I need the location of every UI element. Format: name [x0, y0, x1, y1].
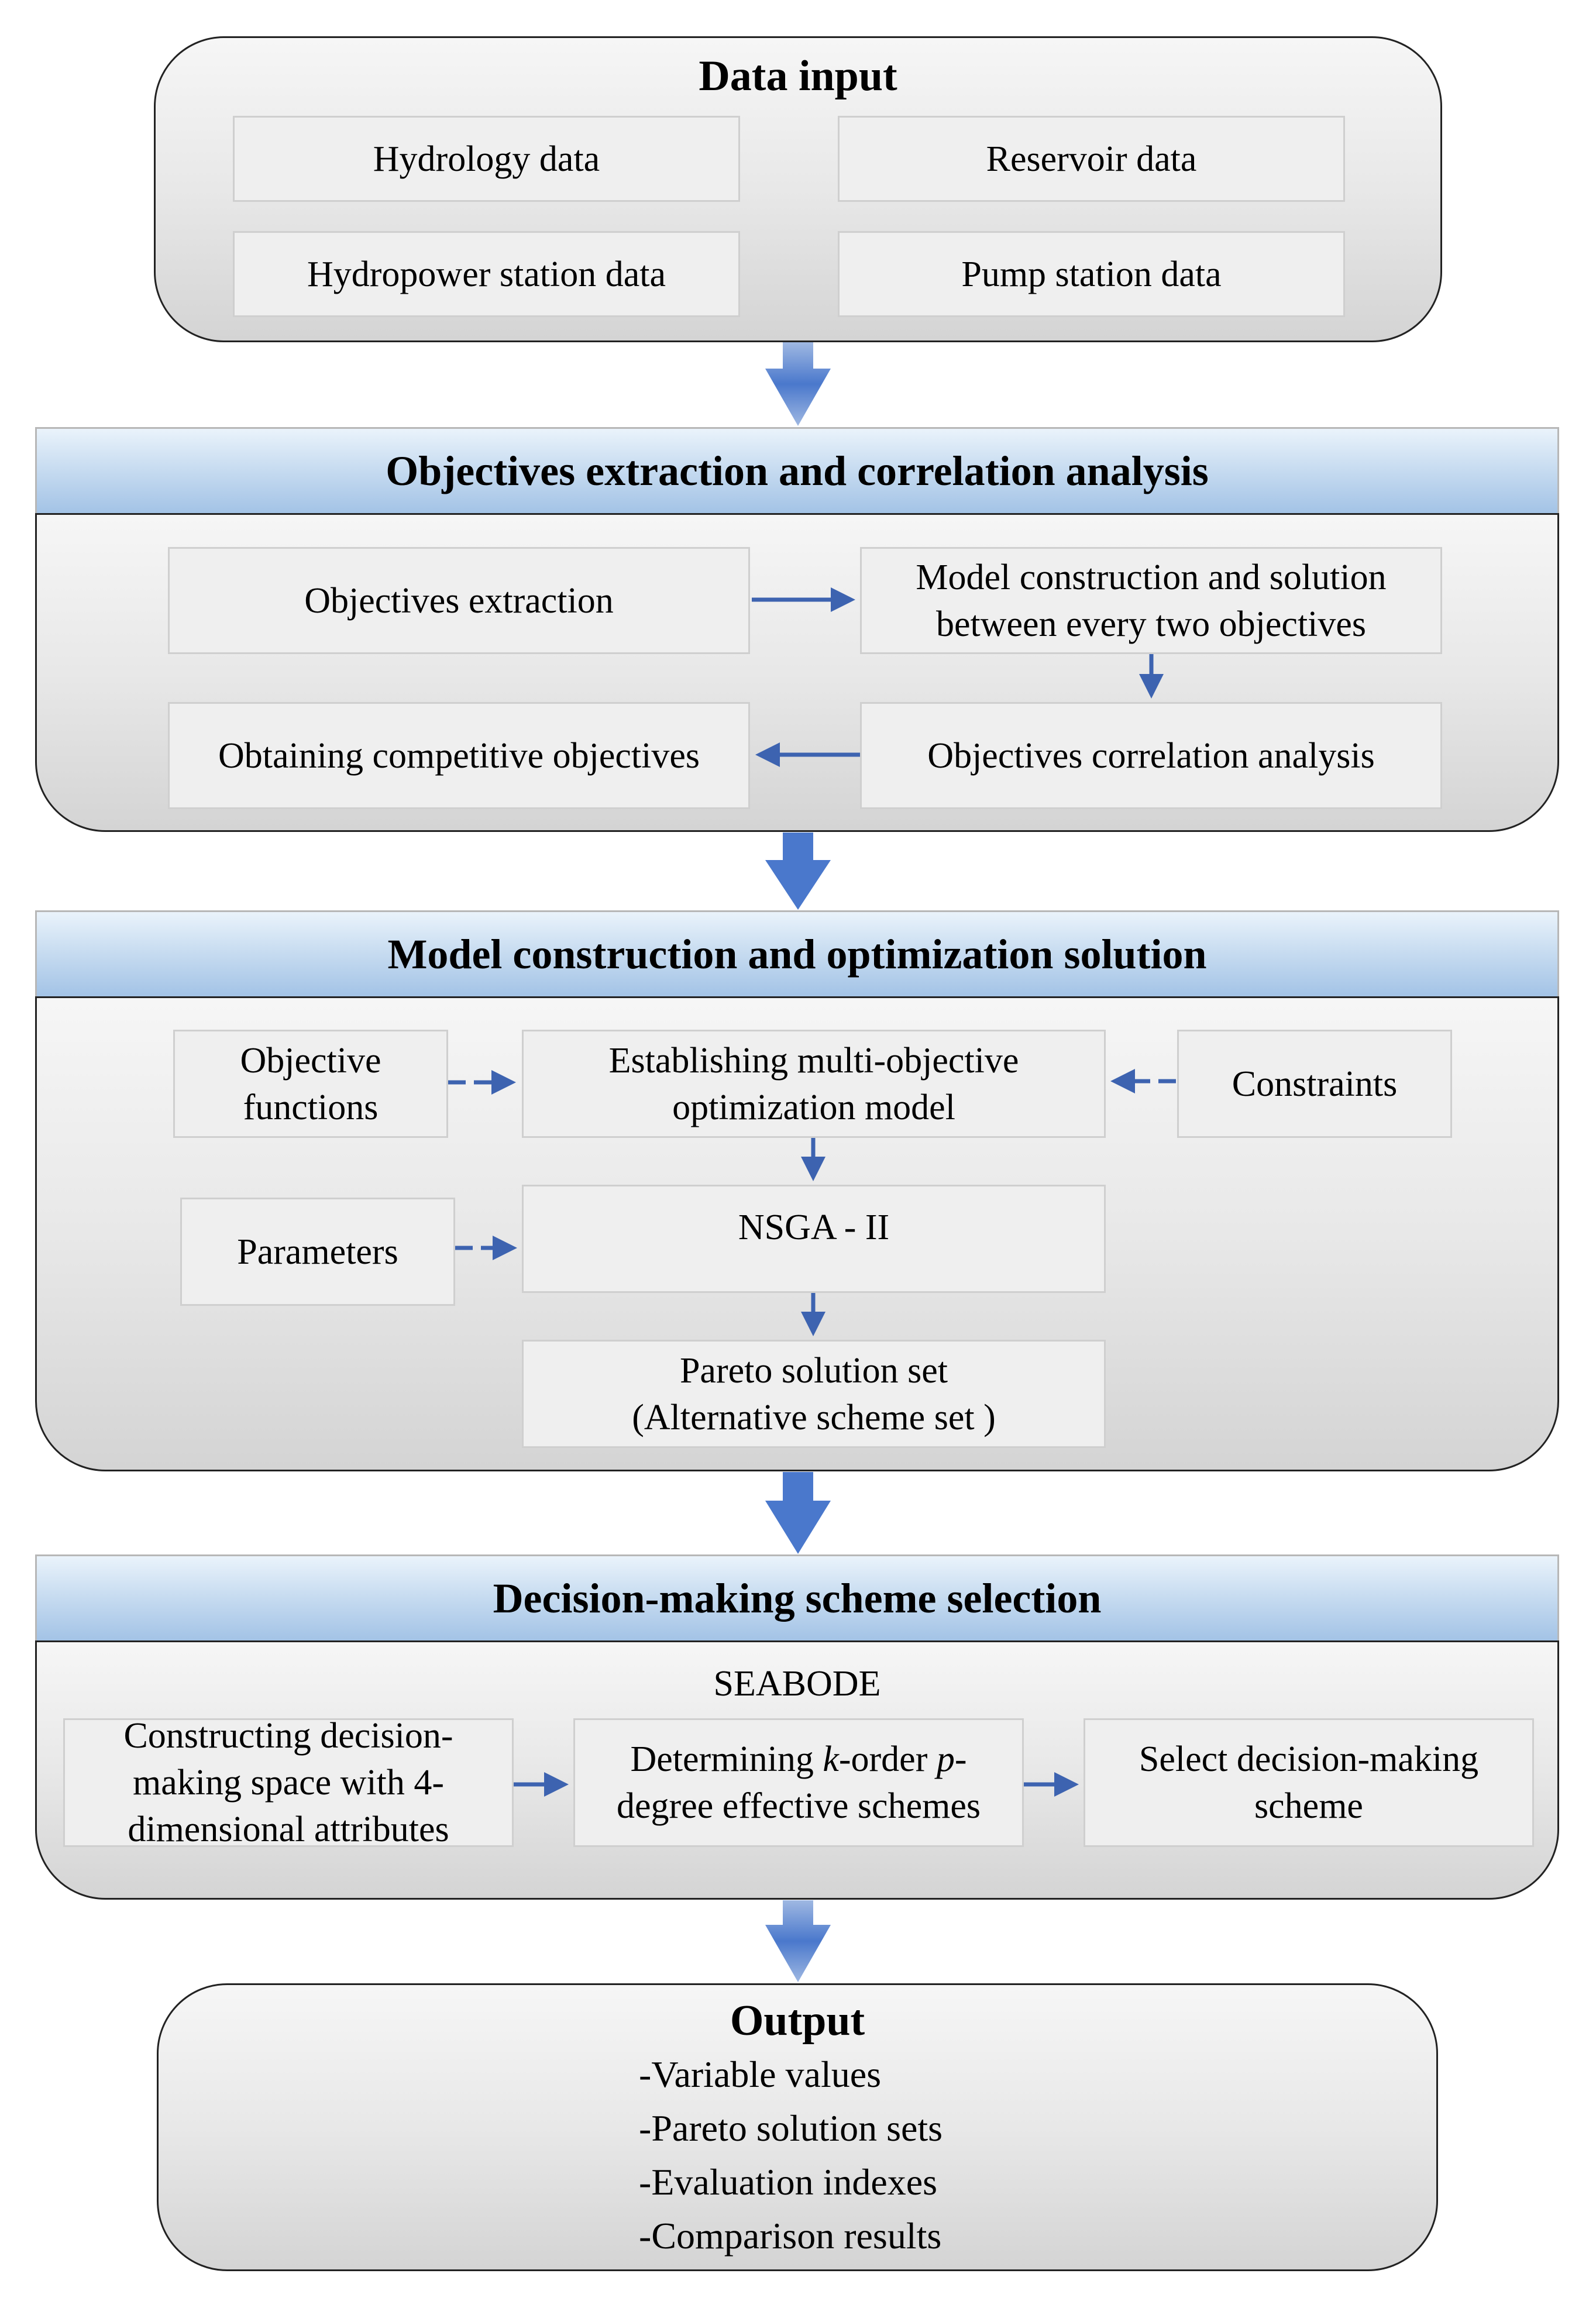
seabode-label: SEABODE — [713, 1664, 881, 1704]
establishing-model-box: Establishing multi-objective optimizatio… — [522, 1030, 1106, 1138]
output-stage — [157, 1983, 1438, 2271]
model-header: Model construction and optimization solu… — [35, 910, 1559, 998]
competitive-objectives-box: Obtaining competitive objectives — [168, 702, 750, 809]
model-construction-line-1: Model construction and solution — [916, 557, 1387, 597]
nsga-ii-box: NSGA - II — [522, 1185, 1106, 1293]
determining-prefix: Determining — [630, 1739, 823, 1779]
establishing-model-line-2: optimization model — [672, 1087, 955, 1127]
hydrology-data-box: Hydrology data — [233, 116, 740, 202]
output-item: -Evaluation indexes — [639, 2161, 938, 2203]
constructing-line-2: making space with 4- — [132, 1763, 445, 1803]
output-item: -Variable values — [639, 2054, 882, 2095]
pump-station-data-box: Pump station data — [838, 231, 1345, 317]
determining-line-1: Determining k-order p- — [630, 1736, 966, 1783]
objectives-correlation-box: Objectives correlation analysis — [860, 702, 1442, 809]
determining-effective-schemes-box: Determining k-order p- degree effective … — [573, 1718, 1024, 1847]
k-symbol: k — [823, 1739, 839, 1779]
constructing-decision-space-box: Constructing decision- making space with… — [63, 1716, 514, 1849]
reservoir-data-box: Reservoir data — [838, 116, 1345, 202]
down-arrow-1 — [765, 342, 831, 426]
objective-functions-box: Objective functions — [173, 1030, 448, 1138]
objectives-extraction-box: Objectives extraction — [168, 547, 750, 654]
establishing-model-line-1: Establishing multi-objective — [608, 1040, 1019, 1081]
hydropower-station-data-box: Hydropower station data — [233, 231, 740, 317]
down-arrow-4 — [765, 1900, 831, 1982]
determining-line-2: degree effective schemes — [617, 1786, 981, 1826]
constraints-box: Constraints — [1177, 1030, 1452, 1138]
down-arrow-2 — [765, 833, 831, 910]
select-line-1: Select decision-making — [1138, 1739, 1479, 1779]
constructing-line-1: Constructing decision- — [123, 1716, 453, 1756]
pareto-solution-set-box: Pareto solution set (Alternative scheme … — [522, 1340, 1106, 1448]
pareto-solution-line-1: Pareto solution set — [679, 1350, 948, 1391]
objective-functions-line-1: Objective — [240, 1040, 381, 1081]
determining-mid: -order — [838, 1739, 937, 1779]
model-construction-solution-box: Model construction and solution between … — [860, 547, 1442, 654]
select-line-2: scheme — [1254, 1786, 1363, 1826]
constructing-line-3: dimensional attributes — [128, 1810, 449, 1849]
determining-suffix: - — [954, 1739, 967, 1779]
down-arrow-3 — [765, 1472, 831, 1554]
objective-functions-line-2: functions — [243, 1087, 379, 1127]
select-decision-scheme-box: Select decision-making scheme — [1084, 1718, 1534, 1847]
output-title: Output — [730, 1997, 865, 2045]
output-item: -Pareto solution sets — [639, 2107, 943, 2149]
data-input-title: Data input — [699, 52, 897, 100]
output-item: -Comparison results — [639, 2215, 942, 2257]
parameters-box: Parameters — [180, 1198, 455, 1306]
model-construction-line-2: between every two objectives — [935, 604, 1367, 644]
decision-header: Decision-making scheme selection — [35, 1554, 1559, 1642]
p-symbol: p — [936, 1739, 955, 1779]
output-list: -Variable values -Pareto solution sets -… — [639, 2048, 943, 2263]
pareto-solution-line-2: (Alternative scheme set ) — [632, 1397, 996, 1437]
objectives-header: Objectives extraction and correlation an… — [35, 427, 1559, 515]
